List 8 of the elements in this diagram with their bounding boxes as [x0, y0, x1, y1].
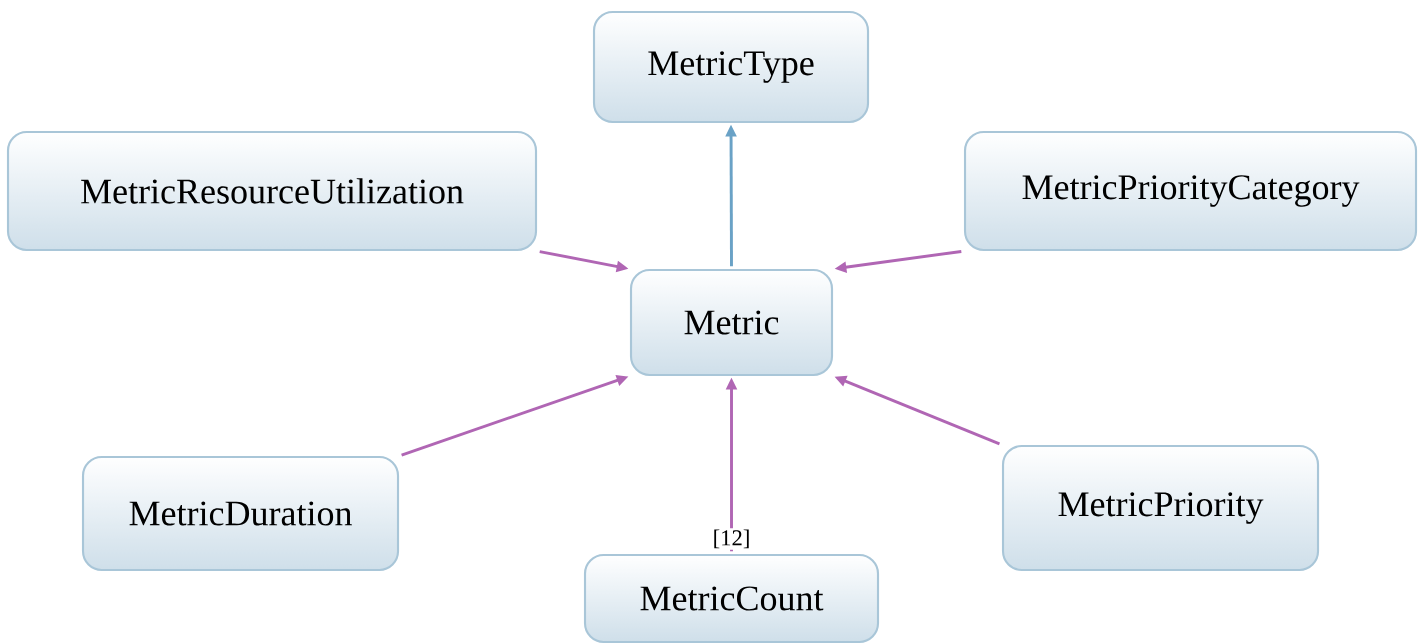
edge-label: [12]: [711, 528, 752, 550]
class-box: Metric: [629, 268, 834, 377]
class-box: MetricResourceUtilization: [6, 130, 538, 252]
class-box: MetricDuration: [81, 455, 400, 572]
class-box: MetricType: [592, 10, 870, 124]
class-box: MetricPriorityCategory: [963, 130, 1418, 252]
class-box: MetricCount: [583, 553, 880, 644]
class-box: MetricPriority: [1001, 444, 1320, 572]
